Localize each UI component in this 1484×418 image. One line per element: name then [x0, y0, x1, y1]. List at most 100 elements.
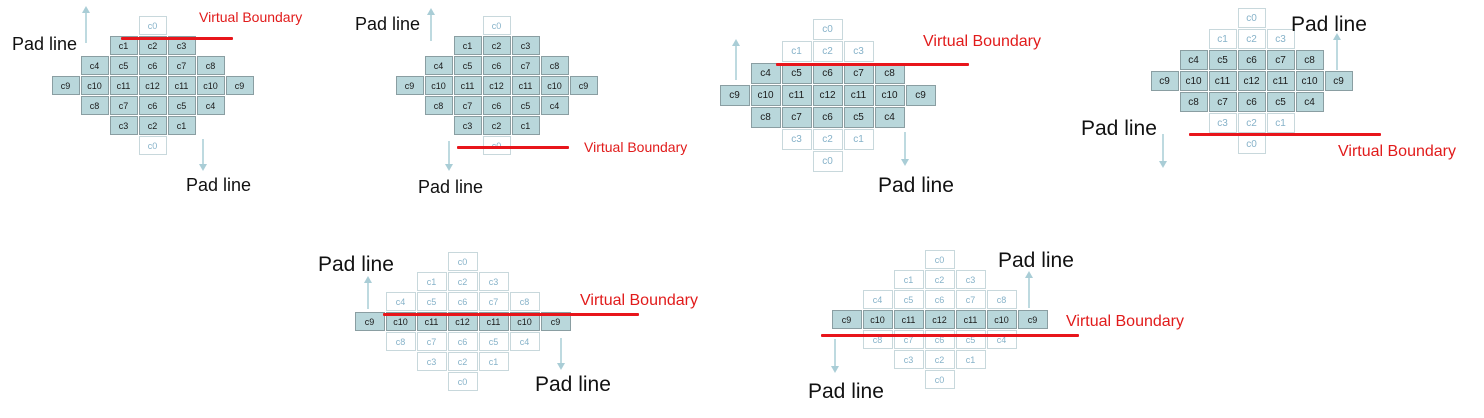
filter-coefficient-cell: c10 [196, 76, 225, 95]
filter-coefficient-cell: c12 [447, 312, 478, 331]
pad-line-arrow-down [901, 132, 909, 166]
virtual-boundary-label: Virtual Boundary [199, 9, 303, 25]
virtual-boundary-line [121, 37, 233, 40]
filter-coefficient-cell: c2 [812, 129, 843, 150]
filter-coefficient-cell: c2 [812, 41, 843, 62]
filter-coefficient-cell: c8 [80, 96, 109, 115]
filter-coefficient-cell: c8 [424, 96, 453, 115]
filter-coefficient-cell: c0 [924, 250, 955, 269]
filter-coefficient-cell: c5 [1208, 50, 1237, 70]
pad-line-label-top: Pad line [12, 34, 78, 54]
filter-coefficient-cell: c8 [540, 56, 569, 75]
pad-line-label-top: Pad line [1291, 13, 1367, 36]
filter-coefficient-cell: c6 [138, 96, 167, 115]
virtual-boundary-line [1189, 133, 1381, 136]
pad-line-label-bottom: Pad line [1081, 117, 1157, 140]
filter-coefficient-cell: c9 [831, 310, 862, 329]
filter-coefficient-cell: c0 [812, 151, 843, 172]
filter-coefficient-cell: c8 [1179, 92, 1208, 112]
filter-coefficient-cell: c12 [138, 76, 167, 95]
filter-coefficient-cell: c6 [447, 292, 478, 311]
filter-coefficient-cell: c8 [196, 56, 225, 75]
pad-line-arrow-down [199, 139, 207, 171]
filter-coefficient-cell: c7 [1208, 92, 1237, 112]
filter-coefficient-cell: c5 [1266, 92, 1295, 112]
filter-coefficient-cell: c2 [447, 352, 478, 371]
filter-coefficient-cell: c7 [478, 292, 509, 311]
filter-coefficient-cell: c6 [924, 330, 955, 349]
filter-coefficient-cell: c10 [862, 310, 893, 329]
filter-coefficient-cell: c3 [843, 41, 874, 62]
filter-coefficient-cell: c2 [482, 116, 511, 135]
filter-coefficient-cell: c6 [482, 56, 511, 75]
filter-coefficient-cell: c11 [781, 85, 812, 106]
filter-coefficient-cell: c8 [1295, 50, 1324, 70]
filter-coefficient-cell: c11 [167, 76, 196, 95]
filter-coefficient-cell: c8 [509, 292, 540, 311]
filter-coefficient-cell: c10 [874, 85, 905, 106]
filter-coefficient-cell: c10 [986, 310, 1017, 329]
filter-coefficient-cell: c5 [781, 63, 812, 84]
filter-coefficient-cell: c11 [109, 76, 138, 95]
filter-coefficient-cell: c11 [893, 310, 924, 329]
filter-coefficient-cell: c7 [893, 330, 924, 349]
filter-coefficient-cell: c6 [1237, 50, 1266, 70]
filter-coefficient-cell: c7 [167, 56, 196, 75]
filter-coefficient-cell: c9 [719, 85, 750, 106]
filter-coefficient-cell: c5 [453, 56, 482, 75]
pad-line-label-bottom: Pad line [878, 174, 954, 197]
filter-coefficient-cell: c2 [482, 36, 511, 55]
filter-coefficient-cell: c4 [385, 292, 416, 311]
filter-coefficient-cell: c10 [385, 312, 416, 331]
pad-line-arrow-down [557, 338, 565, 370]
filter-coefficient-cell: c5 [893, 290, 924, 309]
filter-coefficient-cell: c11 [1208, 71, 1237, 91]
filter-coefficient-cell: c10 [1295, 71, 1324, 91]
filter-coefficient-cell: c9 [225, 76, 254, 95]
filter-coefficient-cell: c8 [874, 63, 905, 84]
filter-coefficient-cell: c1 [843, 129, 874, 150]
filter-coefficient-cell: c1 [416, 272, 447, 291]
filter-coefficient-cell: c3 [1208, 113, 1237, 133]
filter-coefficient-cell: c11 [453, 76, 482, 95]
virtual-boundary-line [383, 313, 639, 316]
virtual-boundary-line [457, 146, 569, 149]
filter-coefficient-cell: c4 [80, 56, 109, 75]
pad-line-label-bottom: Pad line [418, 177, 484, 197]
filter-coefficient-cell: c9 [540, 312, 571, 331]
filter-coefficient-cell: c1 [453, 36, 482, 55]
filter-coefficient-cell: c4 [196, 96, 225, 115]
filter-coefficient-cell: c0 [812, 19, 843, 40]
filter-coefficient-cell: c10 [750, 85, 781, 106]
filter-coefficient-cell: c0 [924, 370, 955, 389]
filter-coefficient-cell: c1 [1266, 113, 1295, 133]
filter-coefficient-cell: c4 [509, 332, 540, 351]
filter-coefficient-cell: c4 [540, 96, 569, 115]
filter-coefficient-cell: c10 [509, 312, 540, 331]
filter-coefficient-cell: c1 [167, 116, 196, 135]
virtual-boundary-label: Virtual Boundary [923, 33, 1041, 50]
filter-coefficient-cell: c7 [1266, 50, 1295, 70]
filter-coefficient-cell: c0 [482, 16, 511, 35]
filter-coefficient-cell: c0 [447, 252, 478, 271]
filter-coefficient-cell: c5 [478, 332, 509, 351]
filter-coefficient-cell: c3 [109, 116, 138, 135]
filter-coefficient-cell: c2 [924, 270, 955, 289]
filter-coefficient-cell: c8 [750, 107, 781, 128]
filter-coefficient-cell: c2 [1237, 29, 1266, 49]
filter-coefficient-cell: c3 [511, 36, 540, 55]
pad-line-label-top: Pad line [998, 249, 1074, 272]
pad-line-arrow-up [1025, 271, 1033, 308]
filter-coefficient-cell: c12 [482, 76, 511, 95]
pad-line-arrow-down [831, 339, 839, 373]
filter-coefficient-cell: c0 [138, 16, 167, 35]
filter-coefficient-cell: c3 [781, 129, 812, 150]
filter-coefficient-cell: c3 [478, 272, 509, 291]
filter-coefficient-cell: c7 [955, 290, 986, 309]
filter-coefficient-cell: c11 [843, 85, 874, 106]
filter-coefficient-cell: c8 [385, 332, 416, 351]
filter-coefficient-cell: c7 [109, 96, 138, 115]
filter-coefficient-cell: c1 [955, 350, 986, 369]
filter-coefficient-cell: c9 [569, 76, 598, 95]
pad-line-arrow-up [364, 276, 372, 309]
